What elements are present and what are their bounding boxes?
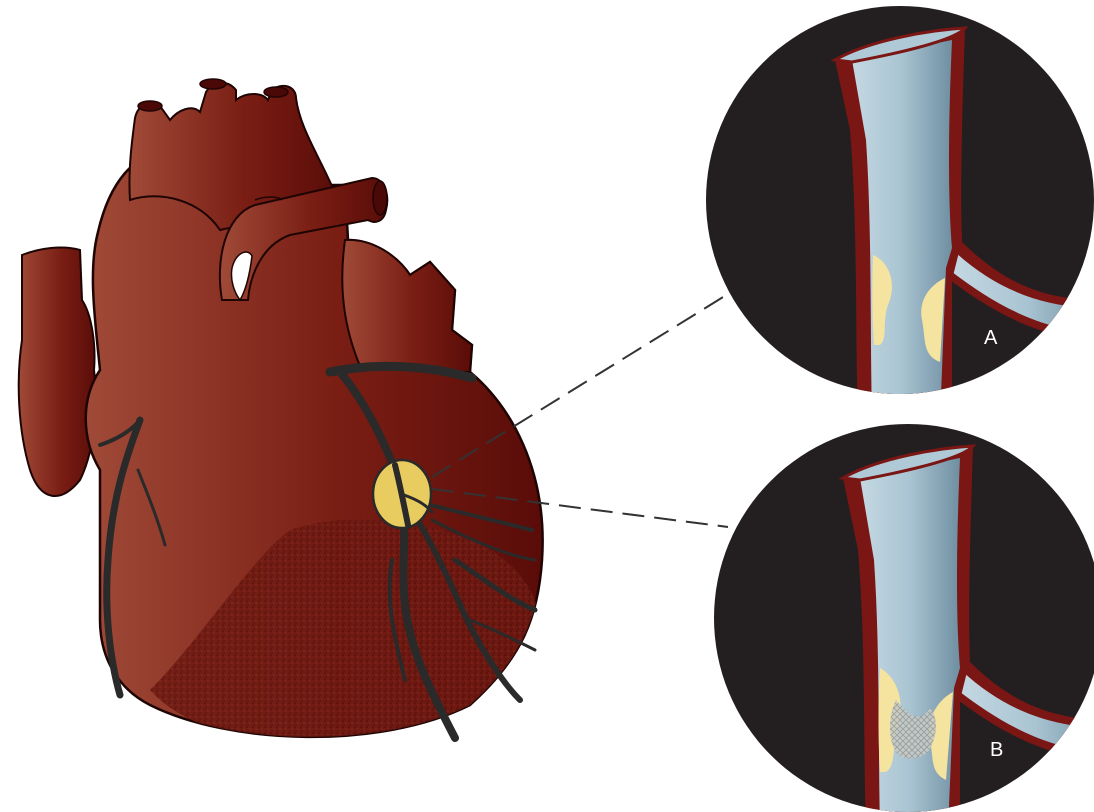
vena-cava — [19, 248, 96, 496]
inset-a: A — [706, 6, 1094, 420]
inset-label-a: A — [984, 327, 998, 349]
left-auricle — [342, 240, 472, 372]
inset-label-b: B — [990, 739, 1003, 761]
inset-b: B — [714, 424, 1094, 812]
heart — [19, 79, 543, 749]
